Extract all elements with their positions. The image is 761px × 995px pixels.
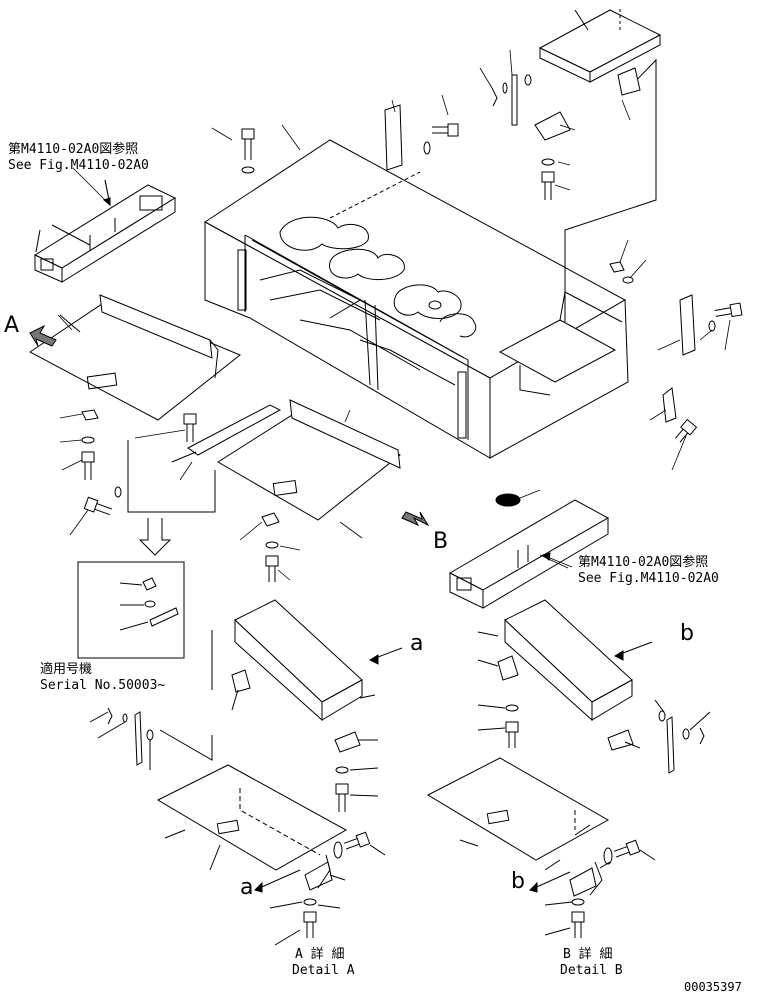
view-arrow-b	[402, 512, 428, 525]
ref-label-right-ja: 第M4110-02A0図参照	[578, 555, 709, 570]
detail-a-letter-top: a	[410, 631, 424, 656]
ref-label-right-en: See Fig.M4110-02A0	[578, 571, 719, 586]
serial-note-ja: 適用号機	[40, 662, 93, 677]
detail-b-title-en: Detail B	[560, 963, 623, 978]
view-arrow-a	[30, 326, 56, 346]
washers	[82, 75, 715, 548]
ref-label-top-left-ja: 第M4110-02A0図参照	[8, 142, 139, 157]
top-right-channel	[540, 8, 660, 322]
right-cross-member	[450, 500, 608, 608]
view-label-a: A	[4, 313, 20, 338]
detail-b-letter-top: b	[680, 621, 694, 646]
center-floor-plate	[172, 400, 400, 520]
detail-b-title-ja: B 詳 細	[563, 947, 613, 962]
detail-b-letter-bottom: b	[511, 869, 525, 894]
main-frame-box	[205, 140, 628, 458]
serial-variant-inset	[78, 440, 215, 658]
ref-label-top-left-en: See Fig.M4110-02A0	[8, 158, 149, 173]
serial-note-en: Serial No.50003~	[40, 678, 166, 693]
leader-lines	[58, 50, 730, 580]
view-label-b: B	[433, 529, 449, 554]
rubber-plug	[496, 494, 520, 506]
left-floor-plate	[30, 295, 240, 420]
drawing-number: 00035397	[684, 980, 742, 994]
bolts	[82, 124, 742, 582]
left-cross-member	[35, 180, 175, 282]
detail-a-title-ja: A 詳 細	[295, 947, 345, 962]
detail-a-letter-bottom: a	[240, 875, 254, 900]
detail-a-title-en: Detail A	[292, 963, 355, 978]
nuts	[82, 88, 624, 526]
detail-a-drawing	[90, 600, 402, 945]
upper-hardware	[385, 68, 695, 422]
detail-b-drawing	[428, 600, 710, 938]
top-openings	[280, 217, 476, 337]
